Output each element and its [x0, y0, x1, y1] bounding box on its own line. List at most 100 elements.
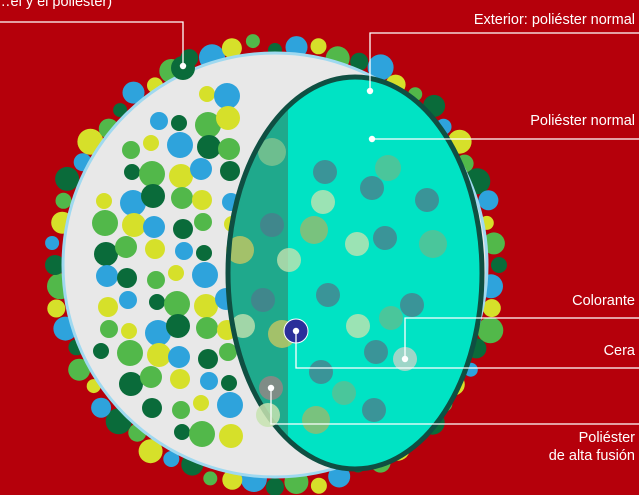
- shell-dot: [145, 239, 165, 259]
- leader-endpoint: [292, 327, 300, 335]
- core-outline: [225, 74, 485, 472]
- shell-dot: [166, 314, 190, 338]
- exterior-dot: [203, 471, 218, 486]
- label-exterior-polyester: Exterior: poliéster normal: [473, 12, 635, 28]
- leader-colorant: [295, 331, 639, 369]
- core-inner-particle: [226, 236, 254, 264]
- shell-dot: [171, 115, 187, 131]
- exterior-dot: [47, 299, 66, 318]
- label-colorant: Colorante: [572, 293, 635, 309]
- core-inner-particle: [316, 283, 340, 307]
- shell-dot: [143, 135, 159, 151]
- shell-dot: [194, 213, 212, 231]
- shell-dot: [216, 106, 240, 130]
- exterior-dot: [478, 190, 499, 211]
- shell-dot: [115, 236, 137, 258]
- exterior-dot: [266, 478, 284, 495]
- leader-endpoint: [368, 135, 376, 143]
- exterior-dot: [482, 232, 505, 255]
- exterior-dot: [482, 299, 501, 318]
- shell-dot: [192, 190, 212, 210]
- shell-dot: [100, 320, 118, 338]
- exterior-dot: [55, 192, 72, 209]
- shell-dot: [98, 297, 118, 317]
- exterior-dot: [310, 477, 327, 494]
- exterior-dot: [367, 54, 394, 81]
- shell-dot: [189, 421, 215, 447]
- shell-dot: [93, 343, 109, 359]
- shell-dot: [117, 268, 137, 288]
- exterior-dot: [138, 439, 163, 464]
- core-inner-particle: [332, 381, 356, 405]
- label-top-partial: …el y el poliéster): [0, 0, 113, 10]
- label-high-fusion-line2: de alta fusión: [548, 448, 635, 464]
- shell-dot: [147, 343, 171, 367]
- shell-dot: [149, 294, 165, 310]
- shell-dot: [196, 317, 218, 339]
- core-inner-particle: [346, 314, 370, 338]
- label-normal-polyester: Poliéster normal: [530, 113, 635, 129]
- shell-dot: [121, 323, 137, 339]
- leader-endpoint: [179, 62, 187, 70]
- shell-dot: [219, 343, 237, 361]
- shell-dot: [119, 291, 137, 309]
- shell-dot: [94, 242, 118, 266]
- shell-dot: [143, 216, 165, 238]
- exterior-dot: [113, 103, 128, 118]
- core-inner-particle: [360, 176, 384, 200]
- shell-dot: [218, 138, 240, 160]
- shell-dot: [168, 346, 190, 368]
- exterior-dot: [477, 317, 504, 344]
- core-inner-particle: [302, 406, 330, 434]
- leader-top: [0, 21, 184, 66]
- shell-dot: [124, 164, 140, 180]
- shell-dot: [175, 242, 193, 260]
- shell-dot: [150, 112, 168, 130]
- shell-dot: [221, 375, 237, 391]
- core-inner-particle: [419, 230, 447, 258]
- shell-dot: [169, 164, 193, 188]
- shell-dot: [122, 141, 140, 159]
- shell-dot: [168, 265, 184, 281]
- high-fusion-particle-2: [256, 403, 280, 427]
- shell-dot: [122, 213, 146, 237]
- shell-dot: [140, 366, 162, 388]
- shell-dot: [170, 369, 190, 389]
- leader-endpoint: [366, 87, 374, 95]
- exterior-dot: [45, 236, 60, 250]
- core-inner-particle: [364, 340, 388, 364]
- leader-wax: [404, 317, 639, 359]
- shell-dot: [117, 340, 143, 366]
- exterior-dot: [310, 38, 327, 55]
- shell-dot: [197, 135, 221, 159]
- shell-dot: [194, 294, 218, 318]
- shell-dot: [220, 161, 240, 181]
- leader-exterior: [369, 32, 639, 91]
- exterior-dot: [122, 81, 145, 104]
- label-high-fusion-line1: Poliéster: [578, 430, 635, 446]
- shell-dot: [92, 210, 118, 236]
- core-inner-particle: [313, 160, 337, 184]
- core-inner-particle: [277, 248, 301, 272]
- shell-dot: [198, 349, 218, 369]
- core-inner-particle: [300, 216, 328, 244]
- shell-dot: [193, 395, 209, 411]
- core-inner-particle: [362, 398, 386, 422]
- exterior-dot: [68, 358, 91, 381]
- shell-dot: [171, 187, 193, 209]
- shell-dot: [199, 86, 215, 102]
- shell-dot: [145, 320, 171, 346]
- shell-dot: [167, 132, 193, 158]
- core-inner-particle: [251, 288, 275, 312]
- shell-dot: [172, 401, 190, 419]
- core-inner-particle: [379, 306, 403, 330]
- shell-dot: [190, 158, 212, 180]
- shell-dot: [147, 271, 165, 289]
- core-inner-particle: [260, 213, 284, 237]
- shell-dot: [120, 190, 146, 216]
- shell-dot: [195, 112, 221, 138]
- shell-dot: [196, 245, 212, 261]
- shell-dot: [96, 265, 118, 287]
